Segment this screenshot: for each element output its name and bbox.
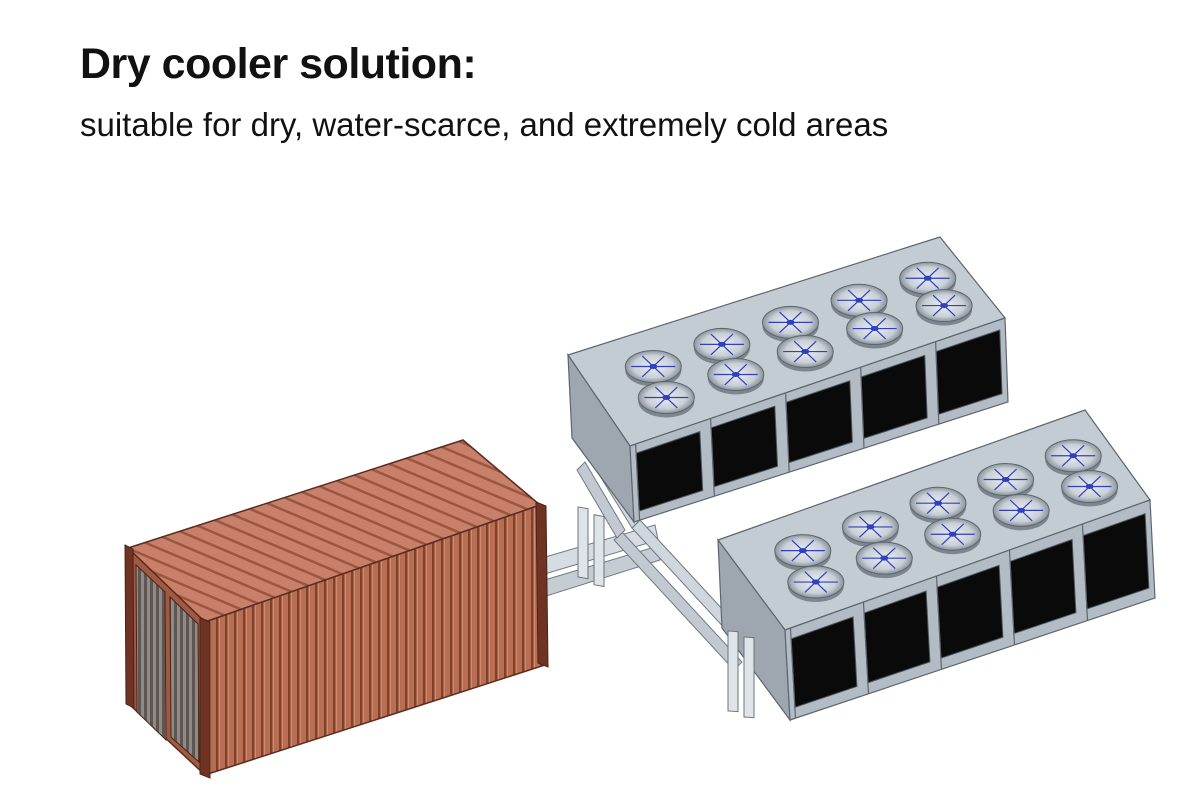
cooler-fan-icon <box>915 289 973 326</box>
slide-title: Dry cooler solution: <box>80 40 477 88</box>
cooler-fan-icon <box>637 381 695 418</box>
cooler-fan-icon <box>855 541 913 579</box>
cooler-fan-icon <box>977 462 1035 500</box>
cooler-bay-divider <box>635 444 641 521</box>
cooler-fan-icon <box>909 486 967 524</box>
cooler-fan-icon <box>787 565 845 603</box>
cooler-fan-icon <box>992 493 1050 531</box>
cooler-fan-icon <box>924 517 982 555</box>
slide-subtitle: suitable for dry, water-scarce, and extr… <box>80 106 889 143</box>
dry-cooler-unit-1 <box>567 236 1009 588</box>
cooler-fan-icon <box>1061 470 1119 507</box>
cooler-fan-icon <box>841 510 899 547</box>
container-door-left <box>135 563 167 742</box>
cooler-fan-icon <box>776 335 834 372</box>
cooler-bay-divider <box>862 602 870 694</box>
cooler-fan-icon <box>707 358 765 395</box>
cooler-fan-icon <box>693 327 751 365</box>
shipping-container <box>124 439 549 779</box>
cooler-fan-icon <box>762 305 819 343</box>
cooler-bay-divider <box>935 341 940 425</box>
cooler-bay-divider <box>860 367 865 449</box>
cooler-bay-divider <box>1081 524 1089 621</box>
cooler-fan-icon <box>1044 439 1102 476</box>
cooler-bay-divider <box>1008 550 1016 646</box>
cooler-fan-icon <box>624 349 682 387</box>
dry-cooler-unit-2 <box>717 409 1156 722</box>
cooler-bay-divider <box>789 628 797 719</box>
cooler-bay-divider <box>710 418 716 497</box>
cooler-bay-divider <box>935 576 943 670</box>
container-door-right <box>169 595 200 764</box>
cooler-fan-icon <box>774 534 832 571</box>
cooler-fan-icon <box>846 312 904 349</box>
cooler-bay-divider <box>785 392 790 473</box>
